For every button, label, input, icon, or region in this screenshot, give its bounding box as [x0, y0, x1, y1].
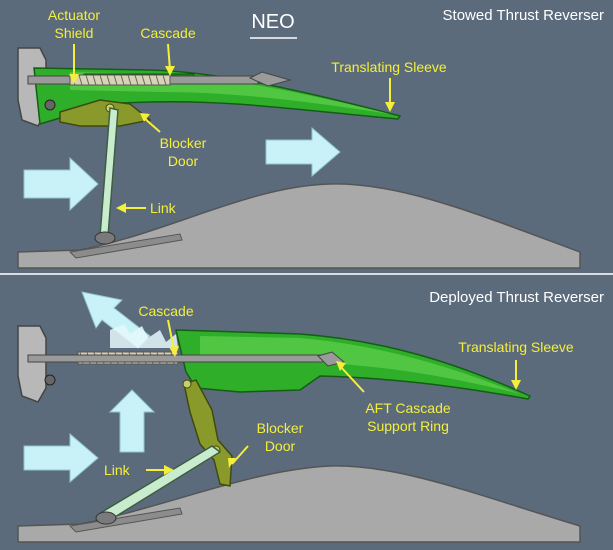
stowed-core-strut [68, 233, 183, 259]
stowed-leaders [69, 43, 395, 213]
deployed-translating-sleeve-label: Translating Sleeve [458, 339, 574, 355]
stowed-inlet-arrow [23, 156, 99, 212]
stowed-panel: Stowed Thrust Reverser NEO Actuator Shie… [17, 7, 604, 269]
stowed-blocker-door-label-line2: Door [168, 153, 199, 169]
stowed-blocker-door-label-line1: Blocker [160, 135, 207, 151]
actuator-shield-label-line1: Actuator [48, 7, 100, 23]
deployed-core-strut [68, 507, 183, 533]
stowed-actuator-pivot [44, 99, 56, 111]
deployed-blocker-door-label-line1: Blocker [257, 420, 304, 436]
deployed-fixed-structure [17, 325, 47, 403]
stowed-actuator-screw [69, 74, 171, 86]
deployed-blocker-door-label-line2: Door [265, 438, 296, 454]
deployed-blocker-door [183, 379, 233, 487]
deployed-inlet-arrow [23, 432, 99, 484]
aft-ring-label-line2: Support Ring [367, 418, 449, 434]
stowed-blocker-door [59, 99, 152, 127]
deployed-upflow-arrow [108, 389, 156, 453]
deployed-actuator-pivot [44, 374, 56, 386]
stowed-cascade-label: Cascade [140, 25, 195, 41]
stowed-title: Stowed Thrust Reverser [443, 7, 604, 24]
deployed-link-label: Link [104, 462, 131, 478]
deployed-actuator-rod [27, 354, 329, 363]
deployed-sleeve-highlight [200, 336, 520, 394]
stowed-exhaust-arrow [265, 126, 341, 178]
deployed-engine-core [17, 465, 581, 543]
stowed-translating-sleeve-label: Translating Sleeve [331, 59, 447, 75]
deployed-panel: Deployed Thrust Reverser Cascade Transla… [17, 289, 604, 543]
deployed-title: Deployed Thrust Reverser [429, 289, 604, 306]
stowed-engine-core [17, 183, 581, 269]
deployed-leaders [146, 319, 521, 475]
deployed-cascade-efflux [110, 324, 178, 348]
deployed-cascade-label: Cascade [138, 303, 193, 319]
aft-ring-label-line1: AFT Cascade [365, 400, 451, 416]
stowed-aft-bracket [248, 71, 292, 87]
stowed-link-label: Link [150, 200, 177, 216]
actuator-shield-label-line2: Shield [55, 25, 94, 41]
neo-badge: NEO [251, 11, 294, 33]
stowed-link-rod [99, 107, 119, 237]
